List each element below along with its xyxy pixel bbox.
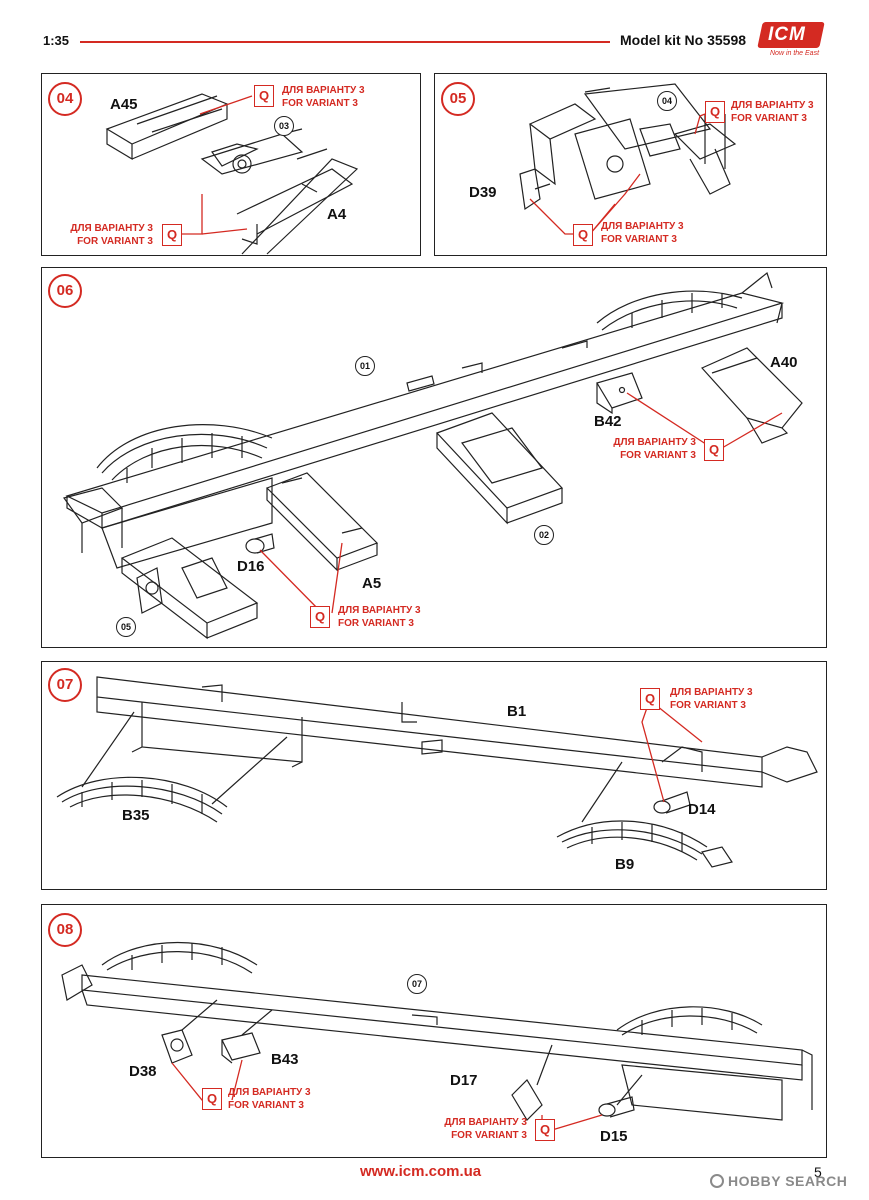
part-label-b43: B43 <box>271 1051 299 1068</box>
variant-q-box: Q <box>535 1119 555 1141</box>
step-number-badge: 08 <box>48 913 82 947</box>
part-label-b9: B9 <box>615 856 635 873</box>
part-label-d16: D16 <box>237 558 265 575</box>
part-label-b1: B1 <box>507 703 527 720</box>
part-label-d39: D39 <box>469 184 497 201</box>
part-label-a45: A45 <box>110 96 138 113</box>
sub-assembly-ref: 05 <box>116 617 136 637</box>
variant-q-box: Q <box>162 224 182 246</box>
part-label-d17: D17 <box>450 1072 478 1089</box>
sub-assembly-ref: 03 <box>274 116 294 136</box>
sub-assembly-ref: 02 <box>534 525 554 545</box>
part-label-a5: A5 <box>362 575 382 592</box>
page-number: 5 <box>814 1164 822 1180</box>
part-label-a4: A4 <box>327 206 347 223</box>
variant-q-box: Q <box>704 439 724 461</box>
sub-assembly-ref: 07 <box>407 974 427 994</box>
icm-logo: ICM Now in the East <box>757 22 825 64</box>
part-label-d15: D15 <box>600 1128 628 1145</box>
part-label-d38: D38 <box>129 1063 157 1080</box>
part-label-b35: B35 <box>122 807 150 824</box>
step-06-drawing <box>63 271 803 640</box>
step-number-badge: 06 <box>48 274 82 308</box>
variant-q-box: Q <box>310 606 330 628</box>
model-kit-label: Model kit No 35598 <box>620 32 747 48</box>
variant-q-box: Q <box>573 224 593 246</box>
variant-q-box: Q <box>202 1088 222 1110</box>
sub-assembly-ref: 01 <box>355 356 375 376</box>
sub-assembly-ref: 04 <box>657 91 677 111</box>
step-06-panel: 06 01 02 05 A40 B42 D16 A5 Q ДЛЯ ВАРІАНТ… <box>41 267 827 648</box>
step-number-badge: 05 <box>441 82 475 116</box>
variant-q-box: Q <box>705 101 725 123</box>
watermark-icon <box>710 1174 724 1188</box>
scale-label: 1:35 <box>43 33 70 48</box>
variant-q-box: Q <box>254 85 274 107</box>
step-number-badge: 07 <box>48 668 82 702</box>
step-05-drawing <box>519 83 737 235</box>
variant-q-box: Q <box>640 688 660 710</box>
footer-url[interactable]: www.icm.com.ua <box>360 1163 482 1180</box>
part-label-a40: A40 <box>770 354 798 371</box>
part-label-d14: D14 <box>688 801 716 818</box>
watermark: HOBBY SEARCH <box>710 1170 860 1192</box>
header-rule <box>80 41 610 43</box>
step-number-badge: 04 <box>48 82 82 116</box>
part-label-b42: B42 <box>594 413 622 430</box>
